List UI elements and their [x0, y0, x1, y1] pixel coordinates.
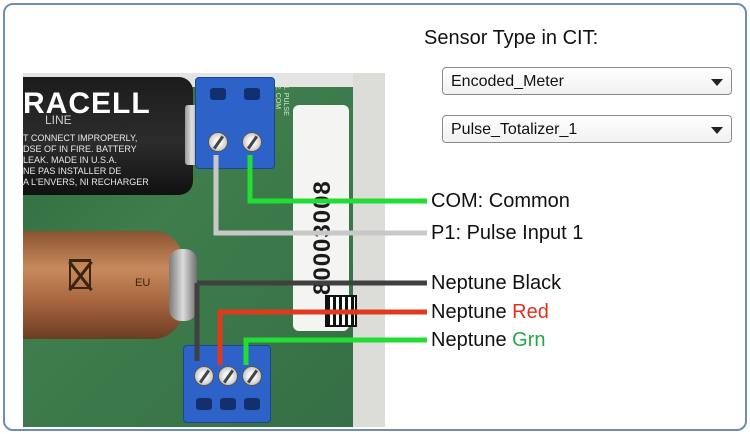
- battery-warning-4: NE PAS INSTALLER DE: [23, 166, 122, 176]
- wire-callouts: [194, 155, 427, 365]
- pulse-type-value: Pulse_Totalizer_1: [451, 121, 578, 138]
- screw-icon: [194, 366, 214, 386]
- battery-warning-3: LEAK. MADE IN U.S.A.: [23, 155, 118, 165]
- battery-warning-2: DSE OF IN FIRE. BATTERY: [23, 144, 137, 154]
- battery-line: LINE: [45, 113, 72, 127]
- terminal-opening: [220, 398, 236, 410]
- chevron-down-icon: [711, 127, 723, 134]
- label-prefix: Neptune: [431, 329, 513, 351]
- crossed-bin-icon: [69, 259, 91, 289]
- wire-com: [247, 155, 427, 204]
- sensor-type-value: Encoded_Meter: [451, 73, 564, 90]
- pulse-type-select[interactable]: Pulse_Totalizer_1: [442, 115, 732, 143]
- battery-end-cap: [169, 249, 197, 321]
- figure-frame: RACELL LINE T CONNECT IMPROPERLY, DSE OF…: [3, 3, 747, 431]
- top-terminal-block: [195, 77, 275, 169]
- screw-icon: [218, 366, 238, 386]
- terminal-opening: [196, 398, 212, 410]
- sensor-type-heading: Sensor Type in CIT:: [424, 27, 599, 49]
- wire-grn: [243, 337, 427, 365]
- label-neptune-grn: Neptune Grn: [431, 329, 546, 352]
- copper-battery: EU: [23, 231, 197, 339]
- screw-icon: [208, 132, 228, 152]
- battery-brand: RACELL: [23, 87, 151, 120]
- device-photo: RACELL LINE T CONNECT IMPROPERLY, DSE OF…: [23, 73, 385, 427]
- sensor-type-select[interactable]: Encoded_Meter: [442, 67, 732, 95]
- screw-icon: [242, 366, 262, 386]
- battery-mark: EU: [135, 277, 151, 289]
- battery-warning-1: T CONNECT IMPROPERLY,: [23, 133, 138, 143]
- label-color-word: Grn: [512, 329, 546, 351]
- housing-edge: [353, 73, 385, 427]
- wire-black: [194, 280, 427, 361]
- wire-p1: [213, 155, 427, 236]
- terminal-opening: [244, 398, 260, 410]
- battery-warning-5: A L'ENVERS, NI RECHARGER: [23, 177, 149, 187]
- label-neptune-black: Neptune Black: [431, 272, 562, 294]
- wire-red: [217, 309, 427, 365]
- terminal-opening: [244, 88, 260, 100]
- label-com: COM: Common: [431, 190, 570, 212]
- black-battery: RACELL LINE T CONNECT IMPROPERLY, DSE OF…: [23, 77, 199, 195]
- label-color-word: Red: [512, 301, 549, 323]
- terminal-opening: [210, 88, 226, 100]
- screw-icon: [242, 132, 262, 152]
- label-p1: P1: Pulse Input 1: [431, 222, 584, 244]
- chevron-down-icon: [711, 79, 723, 86]
- label-neptune-red: Neptune Red: [431, 301, 549, 324]
- label-prefix: Neptune: [431, 301, 513, 323]
- serial-label: 80003008: [293, 105, 349, 331]
